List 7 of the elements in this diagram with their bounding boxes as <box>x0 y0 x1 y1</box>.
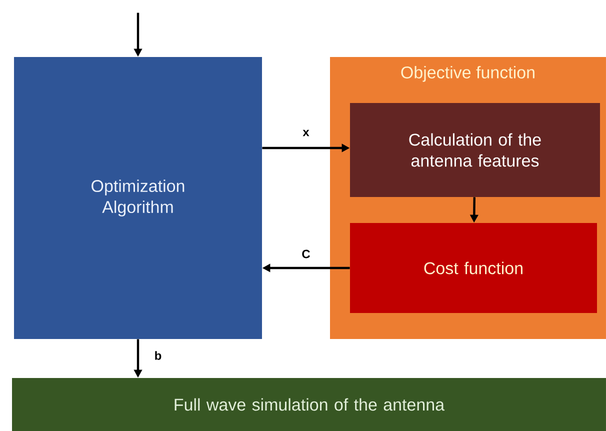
algorithm-box: Optimization Algorithm <box>14 57 262 339</box>
process-box: Cost function <box>350 223 597 313</box>
process-box: Calculation of the antenna features <box>350 103 600 197</box>
edge-label: C <box>300 248 312 260</box>
edge-label: x <box>302 128 310 138</box>
simulation-bar: Full wave simulation of the antenna <box>12 378 606 431</box>
edge-label: b <box>153 350 163 361</box>
